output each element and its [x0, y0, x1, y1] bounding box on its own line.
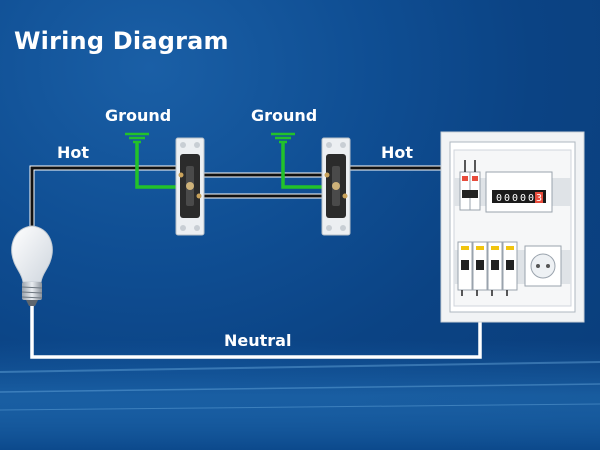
neutral-wire [30, 300, 482, 359]
hot-wires [29, 165, 445, 232]
ground-symbol-left [125, 132, 149, 144]
meter-digits: 0 0 0 0 0 3 [496, 192, 543, 204]
three-way-switch-left [175, 137, 205, 236]
meter-digit-red: 3 [536, 193, 542, 204]
label-ground-right: Ground [251, 106, 318, 125]
label-neutral: Neutral [224, 331, 292, 350]
meter-digit: 0 [512, 193, 518, 204]
label-ground-left: Ground [105, 106, 172, 125]
three-way-switch-right [321, 137, 351, 236]
light-bulb-icon [11, 225, 53, 306]
meter-digit: 0 [504, 193, 510, 204]
ground-wires [135, 142, 323, 189]
background-light-streaks [0, 361, 600, 411]
meter-digit: 0 [496, 193, 502, 204]
meter-digit: 0 [528, 193, 534, 204]
breaker-panel [440, 131, 585, 323]
ground-symbol-right [271, 132, 295, 144]
label-hot-right: Hot [381, 143, 414, 162]
meter-digit: 0 [520, 193, 526, 204]
label-hot-left: Hot [57, 143, 90, 162]
page-title: Wiring Diagram [14, 27, 229, 55]
